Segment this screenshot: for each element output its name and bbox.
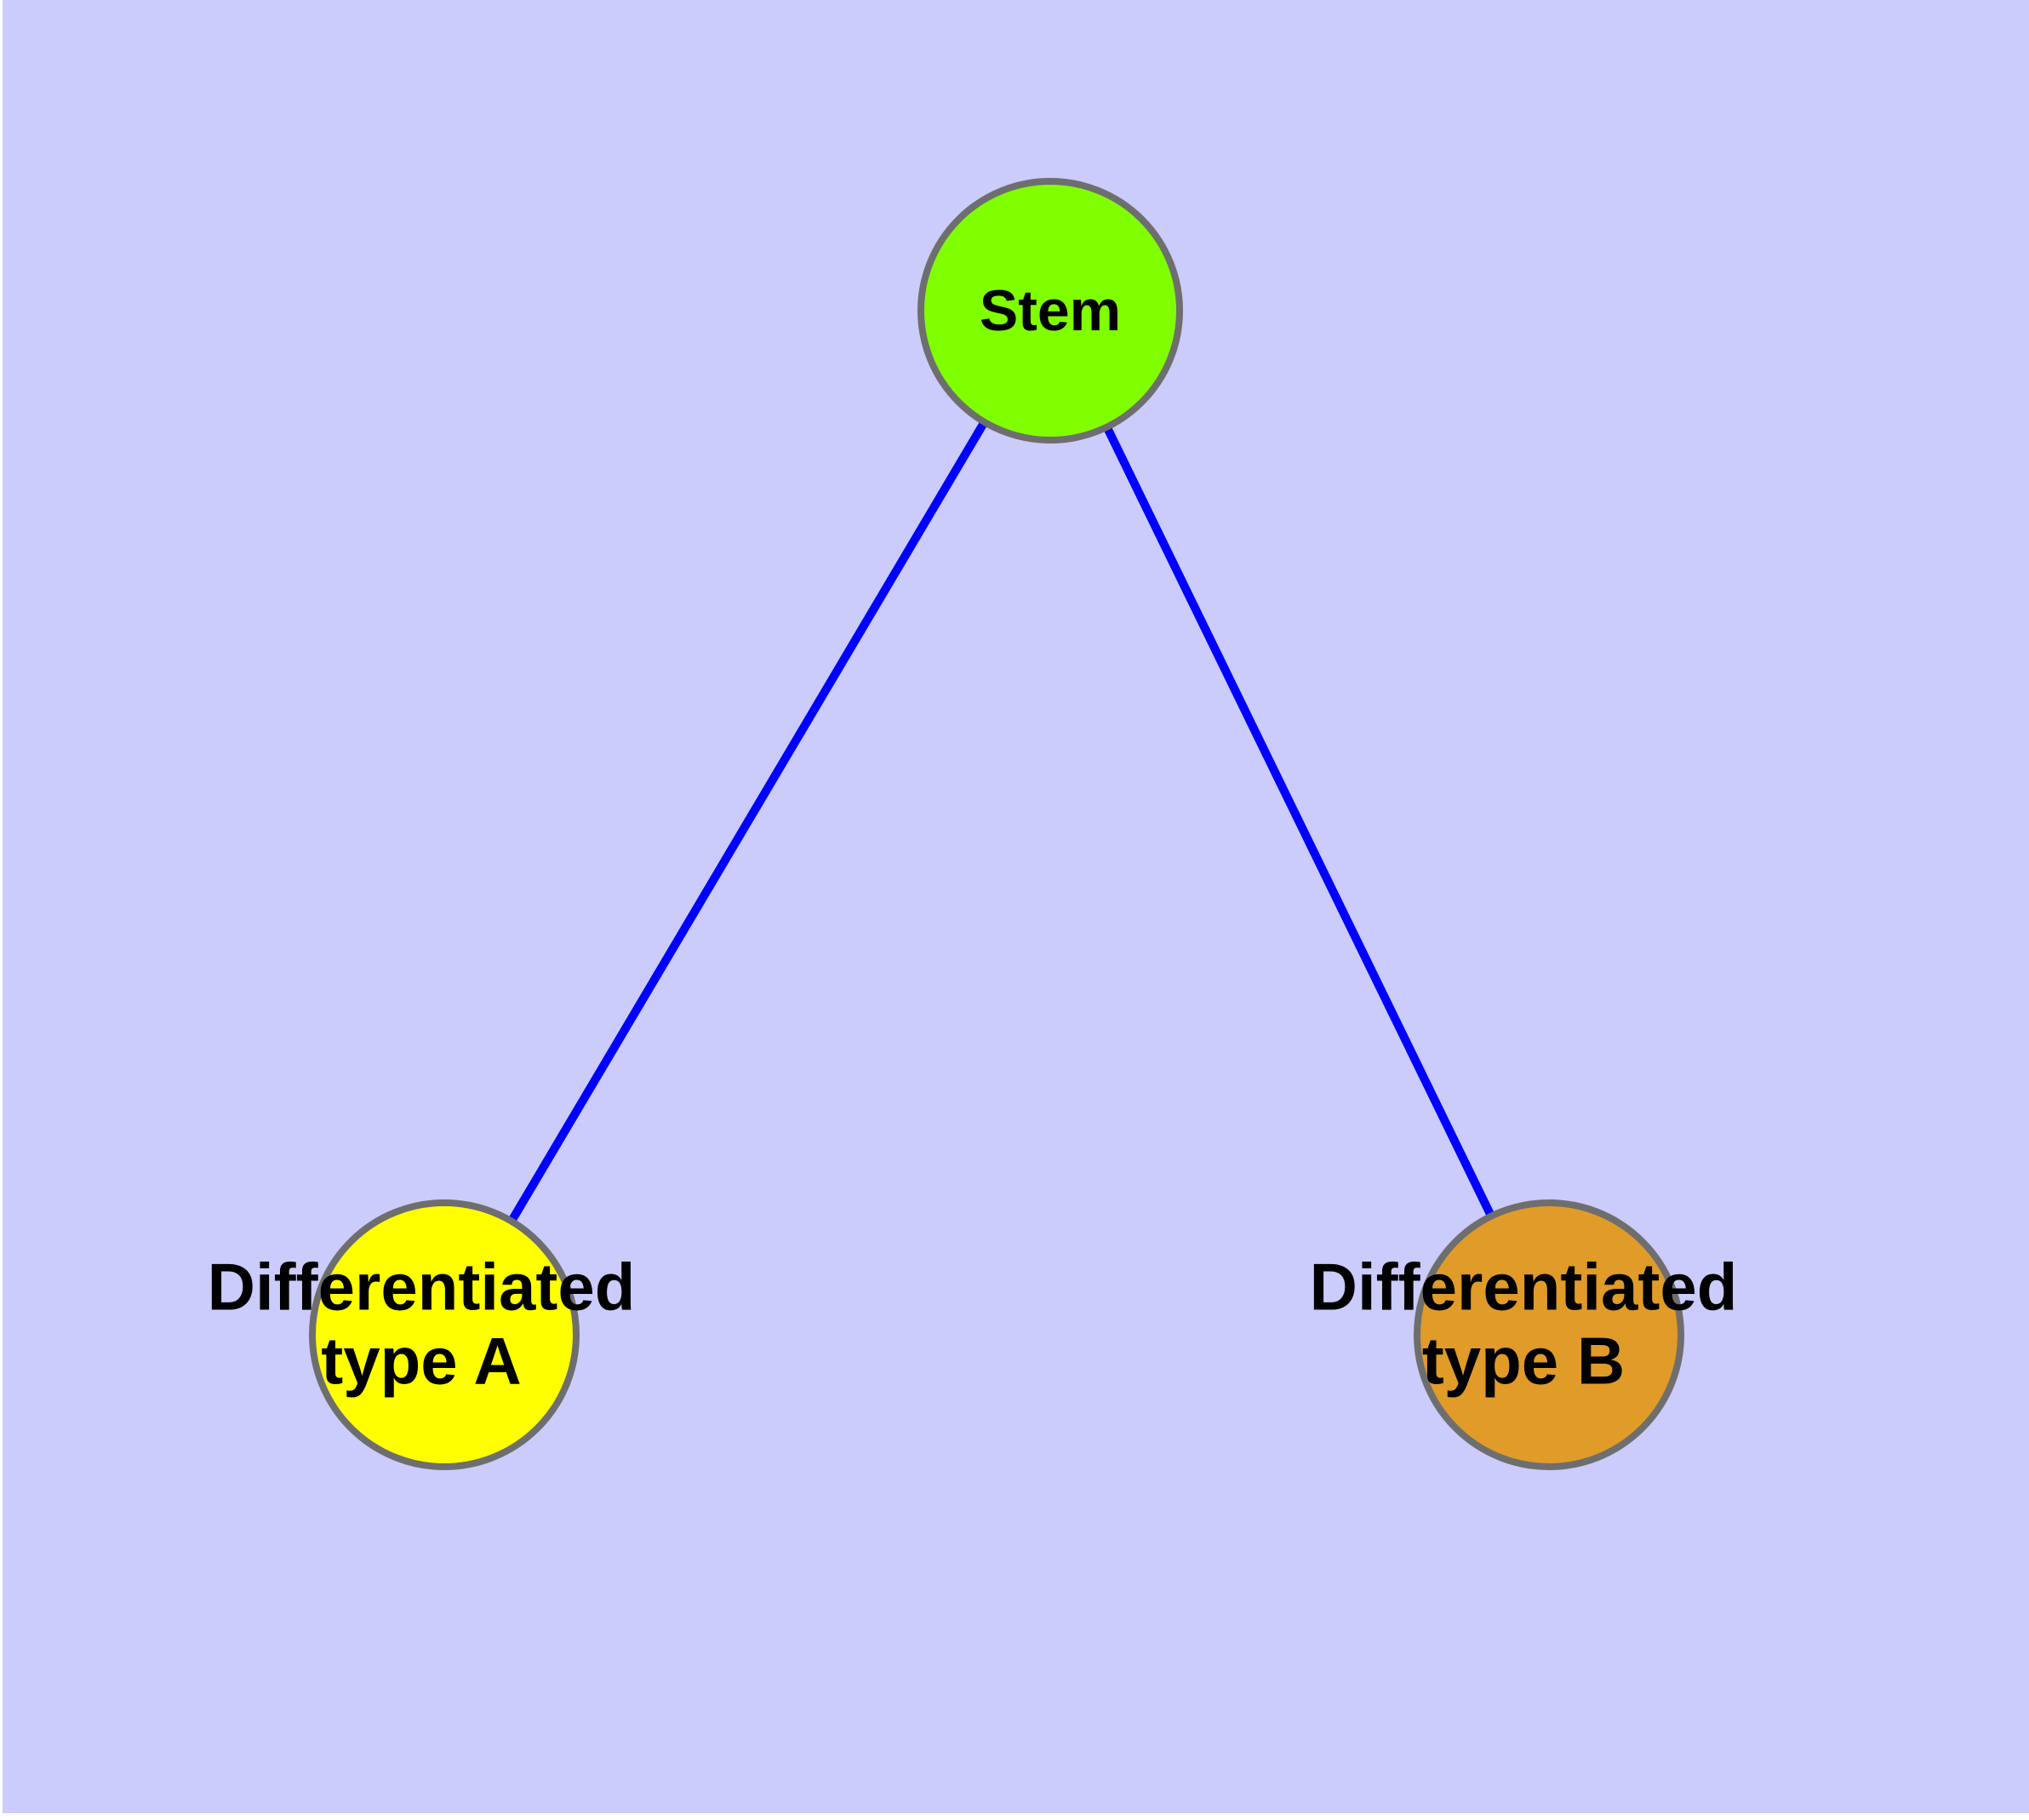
- graph-edge-stem-diff_a[interactable]: [440, 308, 1055, 1337]
- graph-edge-stem-diff_b[interactable]: [1046, 308, 1553, 1337]
- graph-node-diff_a[interactable]: [309, 1199, 580, 1470]
- graph-node-stem[interactable]: [917, 178, 1183, 444]
- graph-node-diff_b[interactable]: [1414, 1199, 1684, 1470]
- node-layer: [309, 178, 1684, 1470]
- edge-layer: [440, 308, 1553, 1337]
